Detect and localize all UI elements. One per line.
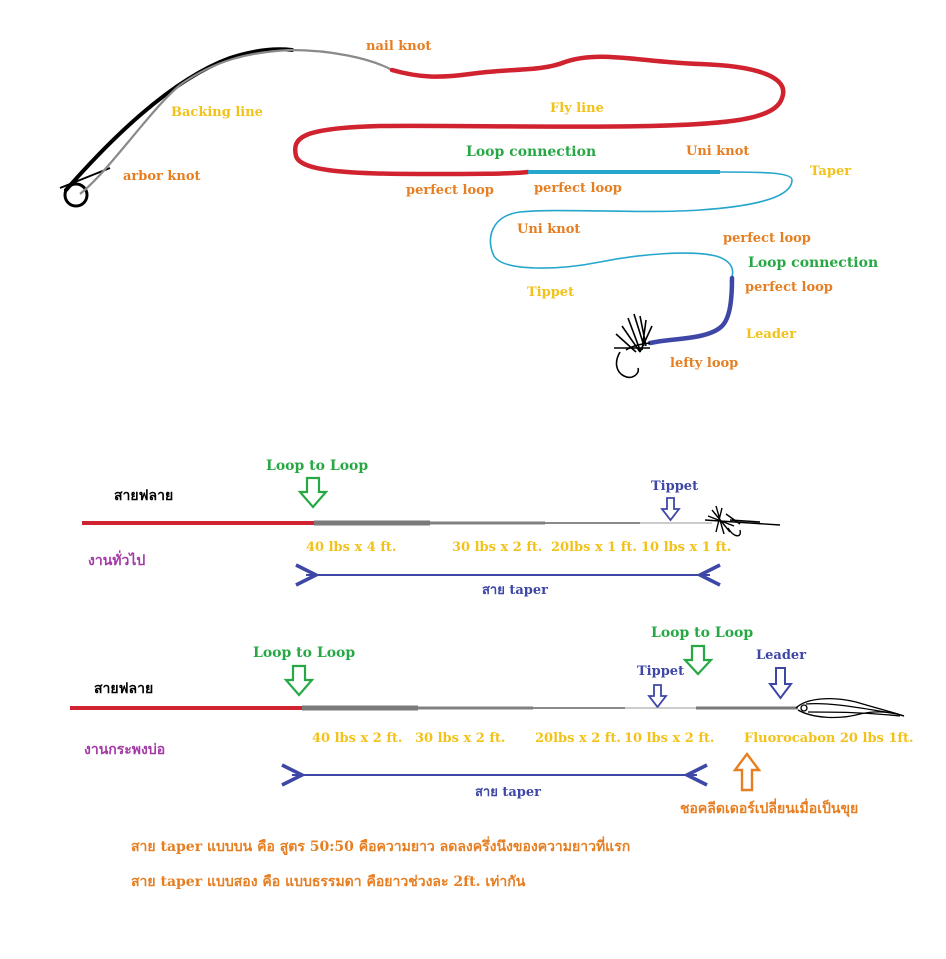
bass-segment-3: 20lbs x 2 ft.	[535, 731, 621, 746]
bass-tippet-arrow	[647, 684, 668, 709]
general-segment-3: 20lbs x 1 ft.	[551, 540, 637, 555]
bass-loop-arrow-2	[682, 644, 714, 676]
general-loop-to-loop-label: Loop to Loop	[266, 458, 368, 474]
label-uni-knot-1: Uni knot	[686, 144, 749, 159]
bass-usage-label: งานกระพงบ่อ	[84, 742, 165, 758]
bass-tippet-label: Tippet	[637, 664, 684, 679]
bass-fluoro-label: Fluorocabon 20 lbs 1ft.	[744, 731, 914, 746]
label-arbor-knot: arbor knot	[123, 169, 201, 184]
label-leader: Leader	[746, 327, 796, 342]
label-backing-line: Backing line	[171, 105, 263, 120]
general-fly-line-label: สายฟลาย	[114, 488, 173, 504]
leader-note-arrow	[732, 752, 762, 792]
label-taper: Taper	[810, 164, 851, 179]
label-perfect-loop-3: perfect loop	[723, 231, 811, 246]
bass-segment-1: 40 lbs x 2 ft.	[312, 731, 402, 746]
bass-leader-label: Leader	[756, 648, 806, 663]
general-taper-label: สาย taper	[482, 583, 548, 598]
general-segment-1: 40 lbs x 4 ft.	[306, 540, 396, 555]
bass-segment-2: 30 lbs x 2 ft.	[415, 731, 505, 746]
label-loop-connection-1: Loop connection	[466, 144, 596, 160]
label-fly-line: Fly line	[550, 101, 604, 116]
streamer-fly-sketch	[795, 698, 905, 719]
fly-line	[293, 54, 786, 177]
label-tippet: Tippet	[527, 285, 574, 300]
bass-loop-to-loop-label: Loop to Loop	[253, 645, 355, 661]
bass-leader-arrow	[768, 667, 793, 700]
note-line-1: สาย taper แบบบน คือ สูตร 50:50 คือความยา…	[131, 836, 630, 855]
label-lefty-loop: lefty loop	[670, 356, 738, 371]
label-nail-knot: nail knot	[366, 39, 431, 54]
label-perfect-loop-1: perfect loop	[406, 183, 494, 198]
label-uni-knot-2: Uni knot	[517, 222, 580, 237]
leader-note: ชอคลีดเดอร์เปลี่ยนเมื่อเป็นขุย	[680, 798, 858, 817]
bass-fly-line-label: สายฟลาย	[94, 681, 153, 697]
note-line-2: สาย taper แบบสอง คือ แบบธรรมดา คือยาวช่ว…	[131, 874, 526, 890]
dry-fly-sketch	[614, 313, 653, 379]
general-tippet-label: Tippet	[651, 479, 698, 494]
fly-reel	[63, 182, 89, 208]
backing-line	[79, 48, 393, 195]
leader-line	[647, 275, 735, 346]
label-loop-connection-2: Loop connection	[748, 255, 878, 271]
general-segment-4: 10 lbs x 1 ft.	[641, 540, 731, 555]
bass-loop-arrow	[283, 664, 315, 697]
general-fly-sketch	[704, 505, 781, 537]
label-perfect-loop-2: perfect loop	[534, 181, 622, 196]
general-loop-arrow	[297, 476, 329, 509]
general-usage-label: งานทั่วไป	[88, 550, 145, 569]
general-tippet-arrow	[660, 497, 681, 522]
reel-seat	[59, 167, 111, 189]
label-perfect-loop-4: perfect loop	[745, 280, 833, 295]
bass-loop-to-loop-2-label: Loop to Loop	[651, 625, 753, 641]
taper-line-thin	[489, 171, 793, 283]
bass-taper-label: สาย taper	[475, 785, 541, 800]
general-segment-2: 30 lbs x 2 ft.	[452, 540, 542, 555]
bass-segment-4: 10 lbs x 2 ft.	[624, 731, 714, 746]
